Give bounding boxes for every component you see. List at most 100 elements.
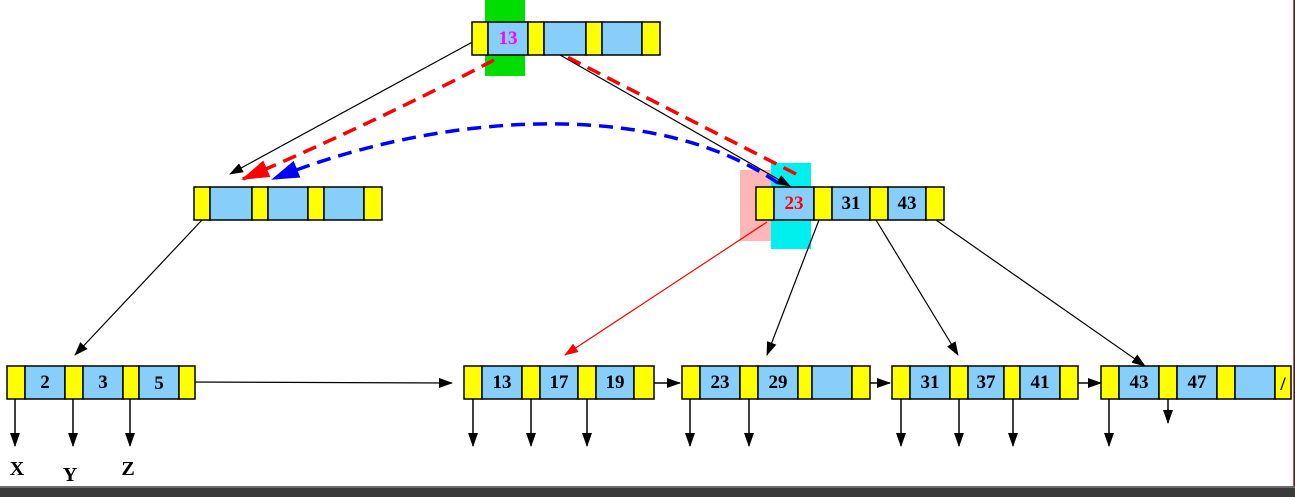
pointer-cell xyxy=(1158,365,1178,400)
edge-right-to-leaf1 xyxy=(564,221,768,356)
key-cell xyxy=(1234,365,1276,400)
key-cell xyxy=(757,365,799,400)
pointer-cell xyxy=(797,365,813,400)
blue-dashed-pointer-move xyxy=(271,122,779,185)
right-key-3: 43 xyxy=(898,193,917,214)
edge-right-to-leaf4 xyxy=(935,219,1146,367)
leaf-node-0: 2 3 5 xyxy=(6,365,196,400)
key-cell xyxy=(267,186,309,221)
leaf-pointers xyxy=(10,398,1173,447)
pointer-cell xyxy=(521,365,541,400)
key-cell xyxy=(887,186,927,221)
key-cell xyxy=(967,365,1005,400)
pointer-cell xyxy=(813,186,833,221)
leaf1-key-3: 19 xyxy=(606,372,625,393)
pointer-cell xyxy=(585,21,603,56)
diagram-canvas xyxy=(0,0,1294,486)
pointer-cell xyxy=(891,365,911,400)
pointer-cell xyxy=(641,21,661,56)
pointer-cell xyxy=(307,186,325,221)
right-internal-node: 23 31 43 xyxy=(755,186,945,221)
root-node: 13 xyxy=(471,21,661,56)
edge-right-to-leaf3 xyxy=(875,219,959,356)
subtree-label-z: Z xyxy=(121,458,134,480)
move-arrows xyxy=(241,34,797,185)
key-cell xyxy=(699,365,741,400)
leaf2-key-1: 23 xyxy=(711,372,730,393)
right-key-1: 23 xyxy=(785,193,804,214)
leaf3-key-2: 37 xyxy=(977,372,997,393)
leaf-node-1: 13 17 19 xyxy=(463,365,655,400)
leaf1-key-2: 17 xyxy=(550,372,570,393)
leaf1-key-1: 13 xyxy=(493,372,512,393)
key-cell xyxy=(543,21,587,56)
red-dashed-key-down xyxy=(241,58,495,181)
pointer-cell xyxy=(681,365,701,400)
pointer-cell xyxy=(1274,365,1292,400)
leaf4-key-1: 43 xyxy=(1130,372,1149,393)
leaf-node-2: 23 29 xyxy=(681,365,871,400)
leaf-node-3: 31 37 41 xyxy=(891,365,1079,400)
pointer-cell xyxy=(869,186,889,221)
key-cell xyxy=(909,365,951,400)
key-cell xyxy=(595,365,635,400)
pointer-cell xyxy=(64,365,84,400)
edge-left-to-leaf0 xyxy=(74,219,203,356)
leaf0-key-1: 2 xyxy=(40,372,50,393)
edge-root-to-left xyxy=(229,38,479,175)
leaf3-key-1: 31 xyxy=(921,372,940,393)
pointer-cell xyxy=(925,186,945,221)
tree-edges xyxy=(74,38,1146,367)
pointer-cell xyxy=(1059,365,1079,400)
key-cell xyxy=(138,365,180,400)
root-key-1: 13 xyxy=(499,28,518,49)
subtree-label-y: Y xyxy=(63,464,78,486)
pointer-cell xyxy=(1100,365,1120,400)
key-cell xyxy=(1118,365,1160,400)
subtree-label-x: X xyxy=(10,458,25,480)
pointer-cell xyxy=(577,365,597,400)
pointer-cell xyxy=(851,365,871,400)
key-cell xyxy=(323,186,365,221)
pointer-cell xyxy=(178,365,196,400)
red-dashed-separator-up xyxy=(524,34,797,176)
pointer-cell xyxy=(6,365,26,400)
pointer-cell xyxy=(251,186,269,221)
null-pointer-marker: / xyxy=(1279,374,1286,395)
key-cell xyxy=(601,21,643,56)
pointer-cell xyxy=(1216,365,1236,400)
right-key-2: 31 xyxy=(842,193,861,214)
leaf-node-4: 43 47 / xyxy=(1100,365,1292,400)
leaf3-key-3: 41 xyxy=(1031,372,1050,393)
leaf-link-0 xyxy=(185,377,453,388)
key-cell xyxy=(24,365,66,400)
pointer-cell xyxy=(463,365,483,400)
leaf0-key-2: 3 xyxy=(98,372,108,393)
leaf4-key-2: 47 xyxy=(1188,372,1208,393)
pointer-cell xyxy=(122,365,140,400)
left-internal-node xyxy=(193,186,383,221)
key-cell xyxy=(487,21,529,56)
pointer-cell xyxy=(471,21,489,56)
key-cell xyxy=(481,365,523,400)
key-cell xyxy=(831,186,871,221)
pointer-cell xyxy=(739,365,759,400)
pointer-cell xyxy=(949,365,969,400)
bottom-bar xyxy=(0,486,1295,497)
key-cell xyxy=(209,186,253,221)
edge-root-to-right xyxy=(531,38,791,187)
pointer-cell xyxy=(363,186,383,221)
pointer-cell xyxy=(527,21,545,56)
leaf2-key-2: 29 xyxy=(769,372,788,393)
subtree-labels: X Y Z xyxy=(10,458,135,486)
pointer-cell xyxy=(755,186,775,221)
pointer-cell xyxy=(193,186,211,221)
pointer-cell xyxy=(633,365,655,400)
edge-right-to-leaf2 xyxy=(766,219,820,356)
leaf-links xyxy=(185,377,1102,388)
key-cell xyxy=(811,365,853,400)
leaf0-key-3: 5 xyxy=(154,373,164,394)
pointer-cell xyxy=(1003,365,1021,400)
